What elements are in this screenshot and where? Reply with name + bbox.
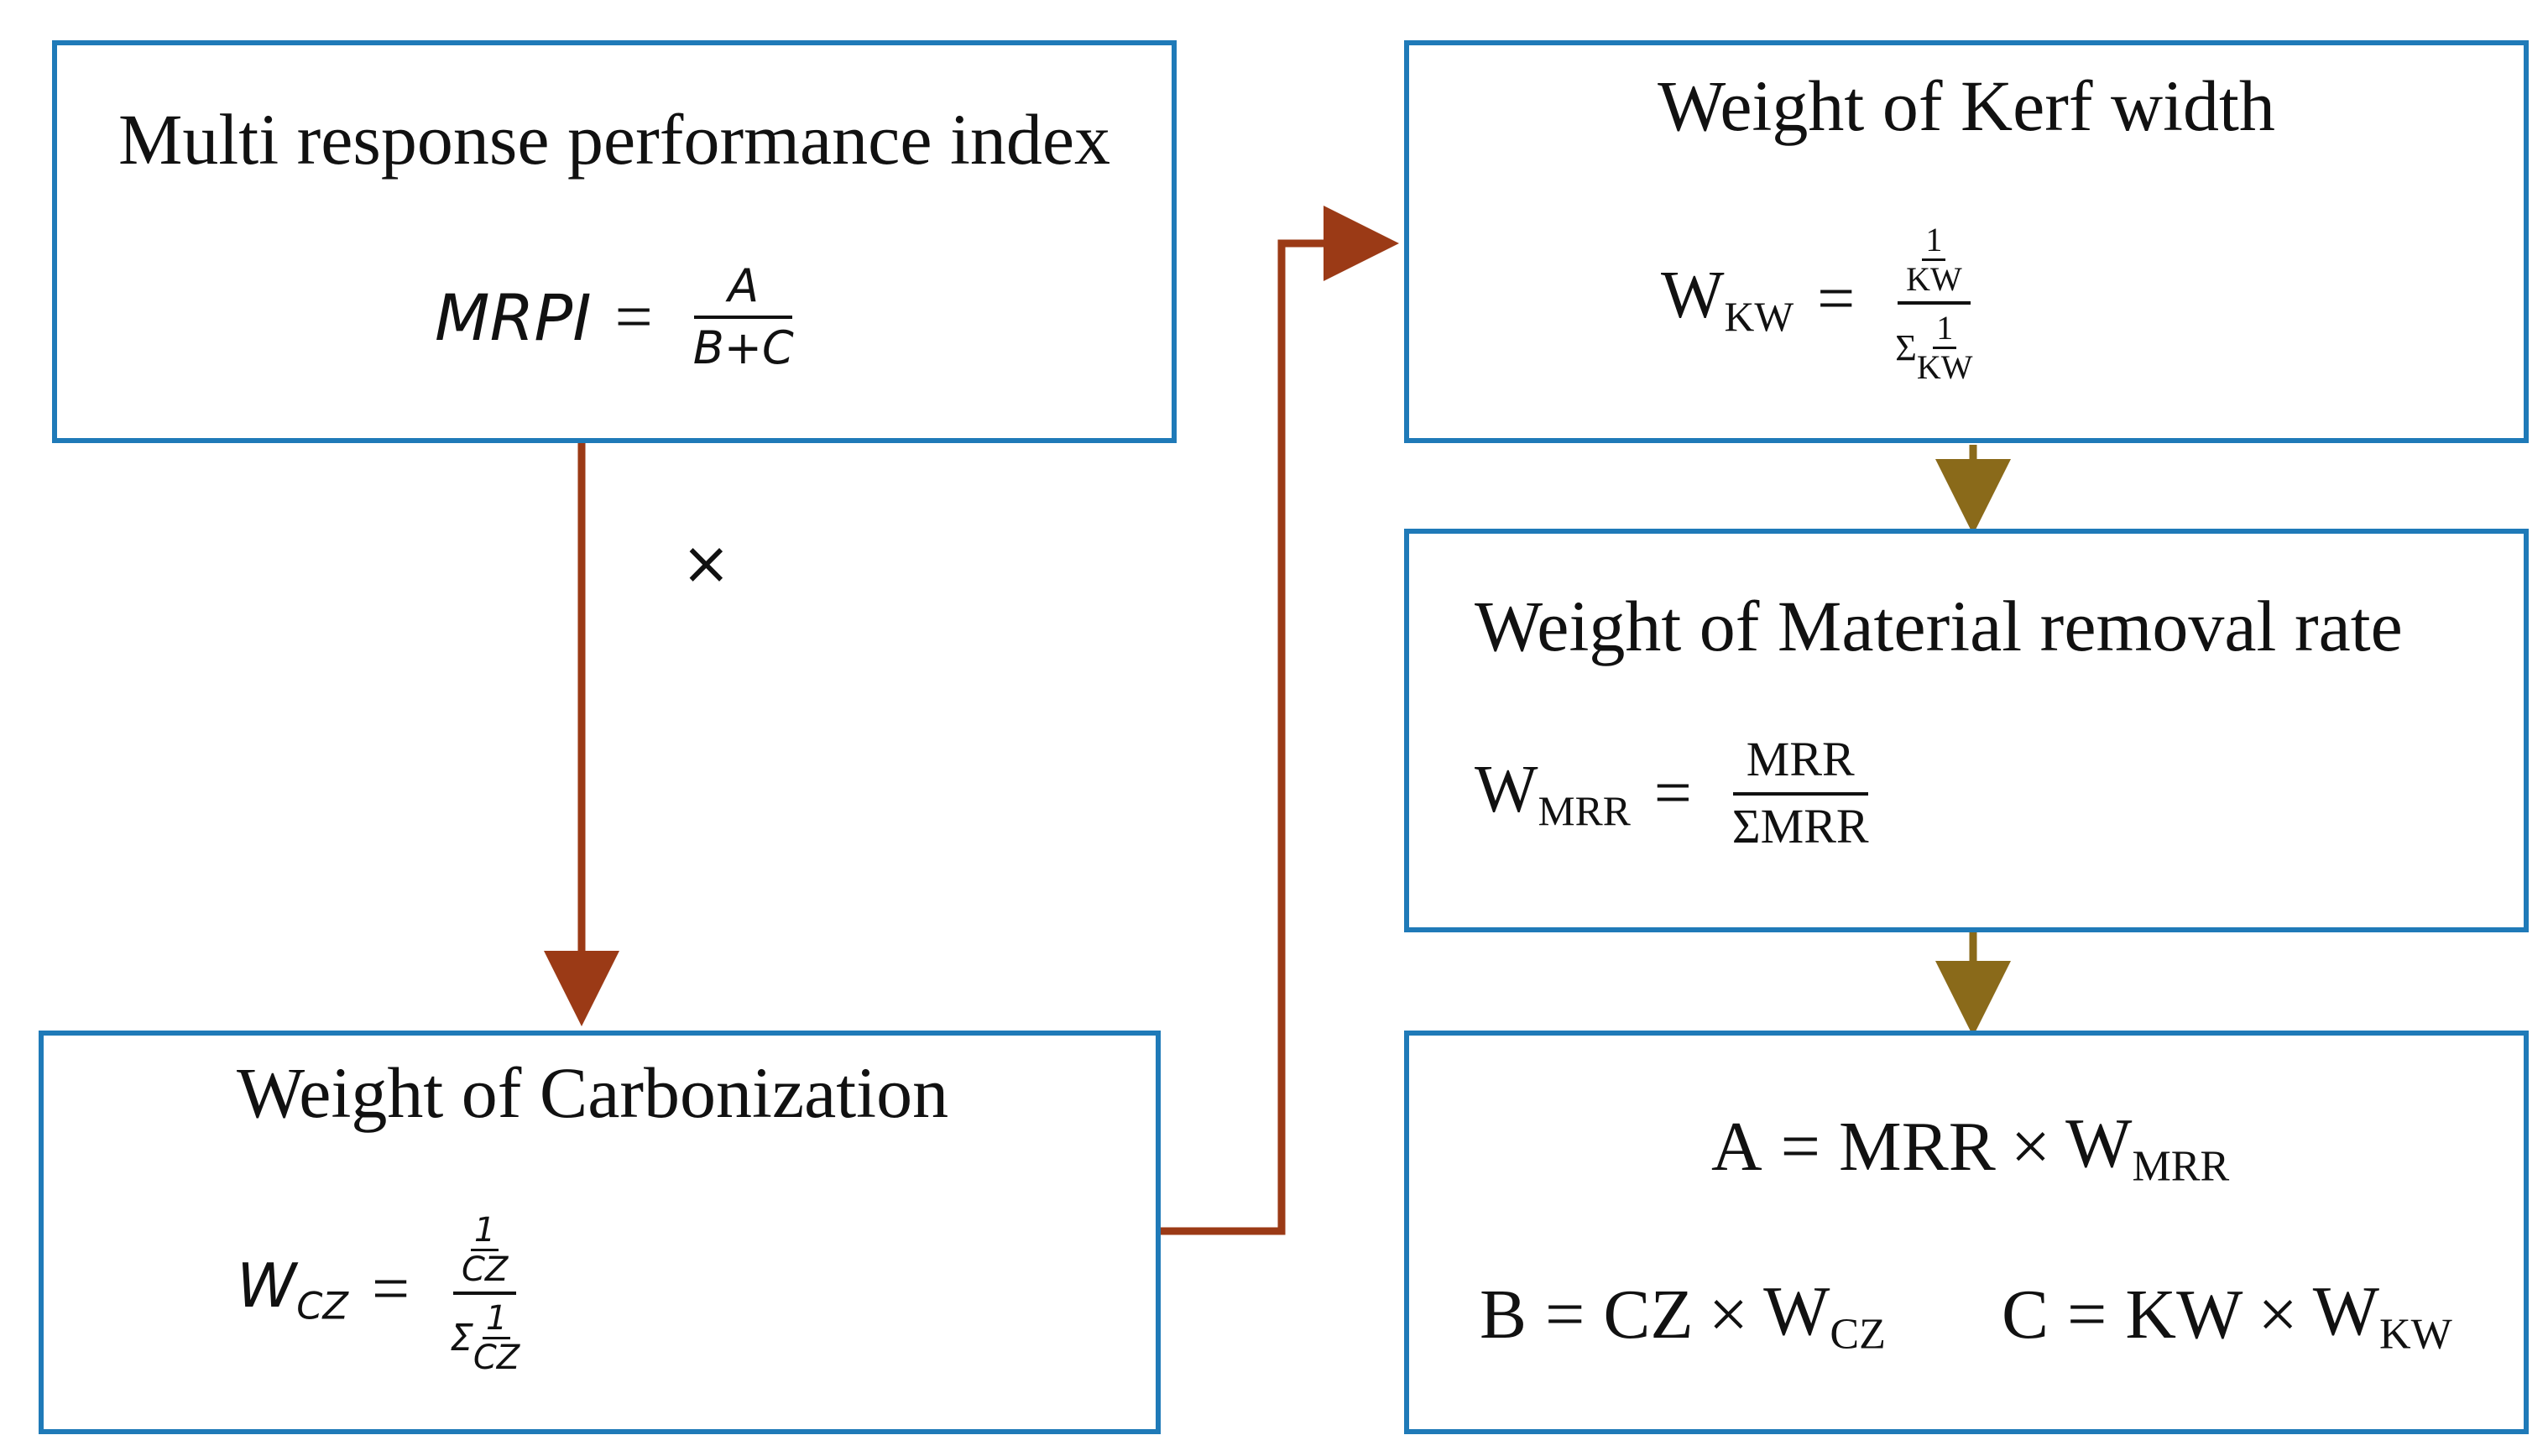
mrr-equals: = [1653, 755, 1692, 830]
equation-b: B = CZ × WCZ [1480, 1272, 1886, 1359]
mrpi-title: Multi response performance index [117, 99, 1111, 180]
mrpi-equals: = [614, 279, 653, 354]
mrpi-numerator: A [694, 264, 793, 319]
mrpi-fraction: A B+C [685, 264, 802, 371]
mrr-denominator: ΣMRR [1731, 799, 1869, 853]
mrpi-box: Multi response performance index MRPI = … [52, 40, 1177, 443]
arrow-carbonization-to-kerf [1161, 206, 1399, 1235]
result-box: A = MRR × WMRR B = CZ × WCZ C = KW × WKW [1404, 1031, 2529, 1434]
mrr-numerator: MRR [1732, 735, 1868, 796]
connector-times-label: × [681, 529, 731, 598]
mrpi-lhs: MRPI [435, 279, 592, 355]
kerf-lhs: WKW [1661, 258, 1794, 340]
kerf-equals: = [1817, 261, 1856, 336]
mrr-title: Weight of Material removal rate [1475, 586, 2403, 666]
carbonization-equals: = [371, 1251, 410, 1326]
mrr-box: Weight of Material removal rate WMRR = M… [1404, 529, 2529, 932]
mrr-equation: WMRR = MRR ΣMRR [1475, 735, 1886, 851]
mrr-fraction: MRR ΣMRR [1724, 735, 1877, 851]
kerf-title: Weight of Kerf width [1658, 65, 2275, 146]
carbonization-title: Weight of Carbonization [237, 1052, 949, 1133]
mrpi-denominator: B+C [692, 321, 794, 374]
equation-c: C = KW × WKW [2002, 1272, 2452, 1359]
carbonization-lhs: WCZ [237, 1250, 348, 1328]
equation-a: A = MRR × WMRR [1711, 1104, 2230, 1191]
mrr-lhs: WMRR [1475, 752, 1631, 834]
mrpi-equation: MRPI = A B+C [435, 264, 811, 371]
